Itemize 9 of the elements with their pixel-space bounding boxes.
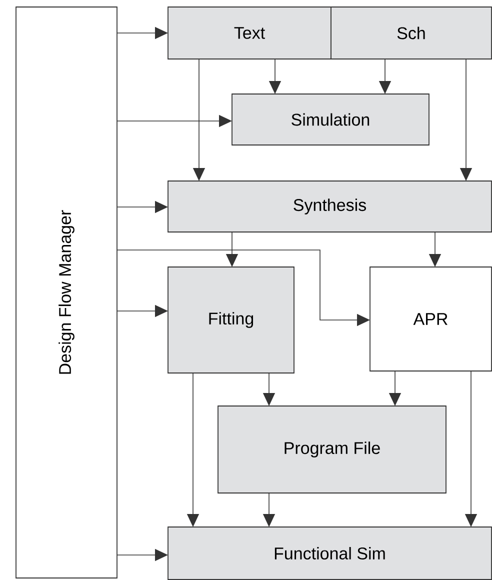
process-box: Fitting <box>168 266 294 374</box>
process-box: Functional Sim <box>168 526 492 580</box>
process-box: Text <box>168 6 332 60</box>
process-box: Synthesis <box>168 180 492 232</box>
manager-bar: Design Flow Manager <box>16 6 118 578</box>
process-box: APR <box>370 266 492 372</box>
process-box: Simulation <box>232 94 430 146</box>
process-box: Sch <box>330 6 492 60</box>
process-box: Program File <box>218 406 446 494</box>
